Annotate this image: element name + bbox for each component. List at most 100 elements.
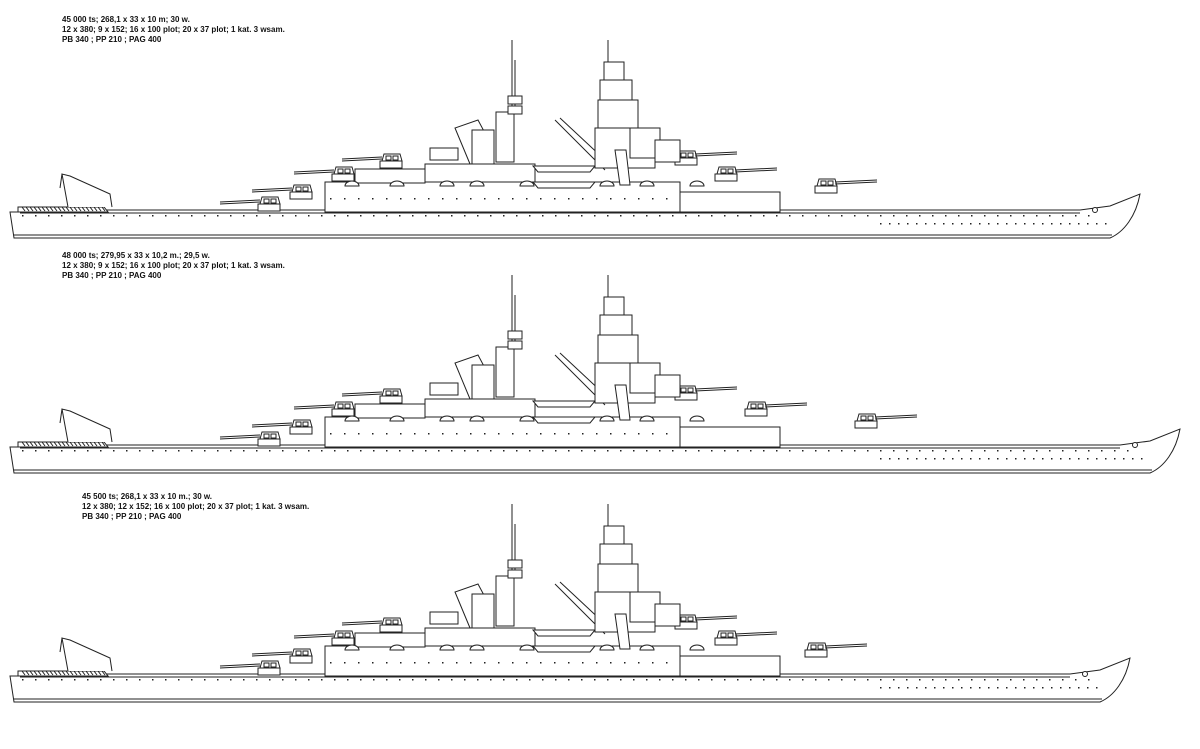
- porthole: [464, 450, 466, 452]
- porthole: [1132, 458, 1134, 460]
- porthole: [880, 458, 882, 460]
- porthole: [867, 450, 869, 452]
- porthole: [269, 450, 271, 452]
- vent: [344, 433, 346, 435]
- porthole: [243, 215, 245, 217]
- porthole: [698, 215, 700, 217]
- porthole: [1051, 687, 1053, 689]
- porthole: [893, 679, 895, 681]
- porthole: [841, 215, 843, 217]
- porthole: [139, 215, 141, 217]
- porthole: [334, 679, 336, 681]
- superstructure-deckhouse: [325, 417, 680, 447]
- boat-deck: [425, 628, 535, 646]
- porthole: [1024, 223, 1026, 225]
- porthole: [945, 215, 947, 217]
- porthole: [898, 458, 900, 460]
- secondary-turret-aft: [294, 167, 354, 181]
- ship-2-spec-line-1: 48 000 ts; 279,95 x 33 x 10,2 m.; 29,5 w…: [62, 251, 210, 260]
- porthole: [815, 215, 817, 217]
- vent: [610, 662, 612, 664]
- vent: [596, 662, 598, 664]
- fore-tower-mid: [598, 564, 638, 592]
- anchor-hawse: [1083, 672, 1088, 677]
- searchlight-7: [690, 645, 704, 650]
- vent: [624, 198, 626, 200]
- porthole: [399, 450, 401, 452]
- porthole: [22, 215, 24, 217]
- fore-tower-upper: [600, 544, 632, 564]
- vent: [344, 198, 346, 200]
- vent: [526, 662, 528, 664]
- porthole: [1036, 679, 1038, 681]
- searchlight-5: [600, 416, 614, 421]
- porthole: [1123, 458, 1125, 460]
- aft-deckhouse: [680, 427, 780, 447]
- porthole: [87, 450, 89, 452]
- porthole: [841, 450, 843, 452]
- porthole: [165, 679, 167, 681]
- porthole: [100, 215, 102, 217]
- aft-mast-tower: [496, 112, 514, 162]
- superstructure-deckhouse: [325, 182, 680, 212]
- porthole: [1075, 215, 1077, 217]
- vent: [554, 662, 556, 664]
- porthole: [815, 679, 817, 681]
- porthole: [451, 450, 453, 452]
- porthole: [1060, 223, 1062, 225]
- porthole: [1087, 458, 1089, 460]
- aft-director: [430, 383, 458, 395]
- porthole: [854, 679, 856, 681]
- porthole: [542, 679, 544, 681]
- turret-y: [220, 432, 280, 446]
- porthole: [217, 215, 219, 217]
- vent: [568, 662, 570, 664]
- porthole: [1033, 223, 1035, 225]
- porthole: [178, 450, 180, 452]
- searchlight-4: [520, 645, 534, 650]
- aft-deckhouse: [680, 656, 780, 676]
- secondary-turret-aft: [294, 631, 354, 645]
- porthole: [1105, 458, 1107, 460]
- porthole: [191, 215, 193, 217]
- porthole: [763, 215, 765, 217]
- porthole: [737, 215, 739, 217]
- ship-1-spec-line-2: 12 x 380; 9 x 152; 16 x 100 plot; 20 x 3…: [62, 25, 285, 34]
- vent: [568, 198, 570, 200]
- vent: [470, 433, 472, 435]
- fore-funnel: [615, 150, 630, 185]
- vent: [582, 433, 584, 435]
- vent: [596, 198, 598, 200]
- turret-y: [220, 661, 280, 675]
- vent: [540, 198, 542, 200]
- porthole: [672, 215, 674, 217]
- porthole: [321, 215, 323, 217]
- porthole: [932, 215, 934, 217]
- porthole: [633, 450, 635, 452]
- porthole: [438, 450, 440, 452]
- searchlight-1: [390, 181, 404, 186]
- porthole: [971, 215, 973, 217]
- porthole: [961, 223, 963, 225]
- porthole: [997, 687, 999, 689]
- porthole: [204, 679, 206, 681]
- porthole: [919, 679, 921, 681]
- porthole: [925, 458, 927, 460]
- porthole: [1141, 458, 1143, 460]
- porthole: [87, 679, 89, 681]
- vent: [428, 198, 430, 200]
- porthole: [943, 223, 945, 225]
- porthole: [659, 679, 661, 681]
- searchlight-5: [600, 181, 614, 186]
- porthole: [516, 450, 518, 452]
- porthole: [1069, 687, 1071, 689]
- vent: [442, 198, 444, 200]
- porthole: [659, 215, 661, 217]
- vent: [498, 662, 500, 664]
- porthole: [988, 223, 990, 225]
- vent: [372, 198, 374, 200]
- porthole: [243, 450, 245, 452]
- porthole: [997, 223, 999, 225]
- porthole: [997, 458, 999, 460]
